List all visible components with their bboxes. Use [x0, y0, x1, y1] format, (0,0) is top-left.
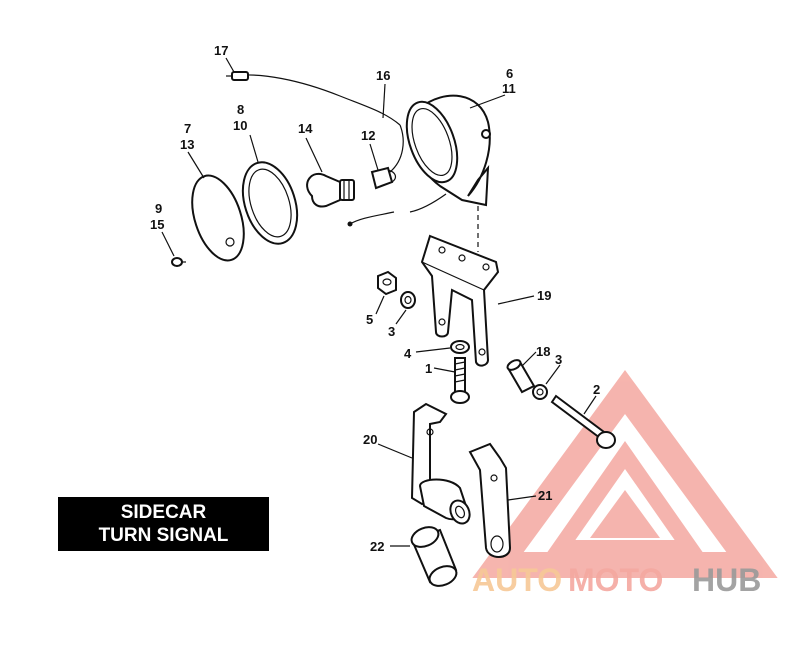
lamp-housing — [405, 94, 491, 207]
title-line-2: TURN SIGNAL — [98, 525, 229, 546]
hex-nut — [377, 270, 397, 296]
callout-15: 15 — [150, 217, 164, 232]
callout-20: 20 — [363, 432, 377, 447]
wire-connector-17 — [226, 71, 249, 81]
watermark-word-moto: MOTO — [568, 562, 663, 598]
callout-1: 1 — [425, 361, 432, 376]
washer-lower — [532, 384, 548, 400]
clamp-bracket — [410, 402, 471, 525]
watermark-word-auto: AUTO — [472, 562, 562, 598]
callout-11: 11 — [502, 81, 516, 96]
callout-6: 6 — [506, 66, 513, 81]
title-line-1: SIDECAR — [120, 502, 207, 523]
callout-16: 16 — [376, 68, 390, 83]
bushing — [410, 526, 458, 587]
bolt-short — [450, 357, 470, 404]
callout-4: 4 — [404, 346, 412, 361]
lens-gasket — [241, 161, 299, 245]
watermark-logo — [472, 370, 778, 578]
callout-22: 22 — [370, 539, 384, 554]
lens-screw — [171, 257, 186, 267]
callout-2: 2 — [593, 382, 600, 397]
callout-12: 12 — [361, 128, 375, 143]
callout-5: 5 — [366, 312, 373, 327]
callout-17: 17 — [214, 43, 228, 58]
callout-19: 19 — [537, 288, 551, 303]
lamp-bulb — [306, 173, 355, 208]
callout-labels: 17 16 6 11 8 10 14 12 7 13 9 15 19 5 3 4… — [150, 43, 600, 554]
callout-3-lower: 3 — [555, 352, 562, 367]
mounting-bracket — [420, 234, 500, 367]
callout-14: 14 — [298, 121, 313, 136]
clamp-plate — [468, 442, 512, 558]
socket-lead-wire — [349, 211, 395, 225]
wire-terminal — [347, 221, 353, 227]
callout-18: 18 — [536, 344, 550, 359]
lamp-lens — [191, 174, 245, 262]
watermark-word-hub: HUB — [692, 562, 761, 598]
leader-lines — [161, 57, 597, 547]
callout-9: 9 — [155, 201, 162, 216]
lamp-socket — [370, 166, 397, 190]
washer-upper — [400, 291, 416, 309]
spacer-sleeve — [506, 359, 536, 394]
callout-21: 21 — [538, 488, 552, 503]
bolt-long — [550, 394, 616, 449]
callout-3-upper: 3 — [388, 324, 395, 339]
diagram-title-box: SIDECAR TURN SIGNAL — [58, 497, 269, 551]
callout-10: 10 — [233, 118, 247, 133]
callout-7: 7 — [184, 121, 191, 136]
lock-washer — [450, 340, 470, 354]
wire-harness — [231, 74, 401, 126]
socket-lead-wire-2 — [409, 193, 447, 213]
watermark-text: AUTO MOTO HUB — [472, 562, 761, 598]
callout-8: 8 — [237, 102, 244, 117]
wire-harness-end — [389, 124, 404, 173]
callout-13: 13 — [180, 137, 194, 152]
